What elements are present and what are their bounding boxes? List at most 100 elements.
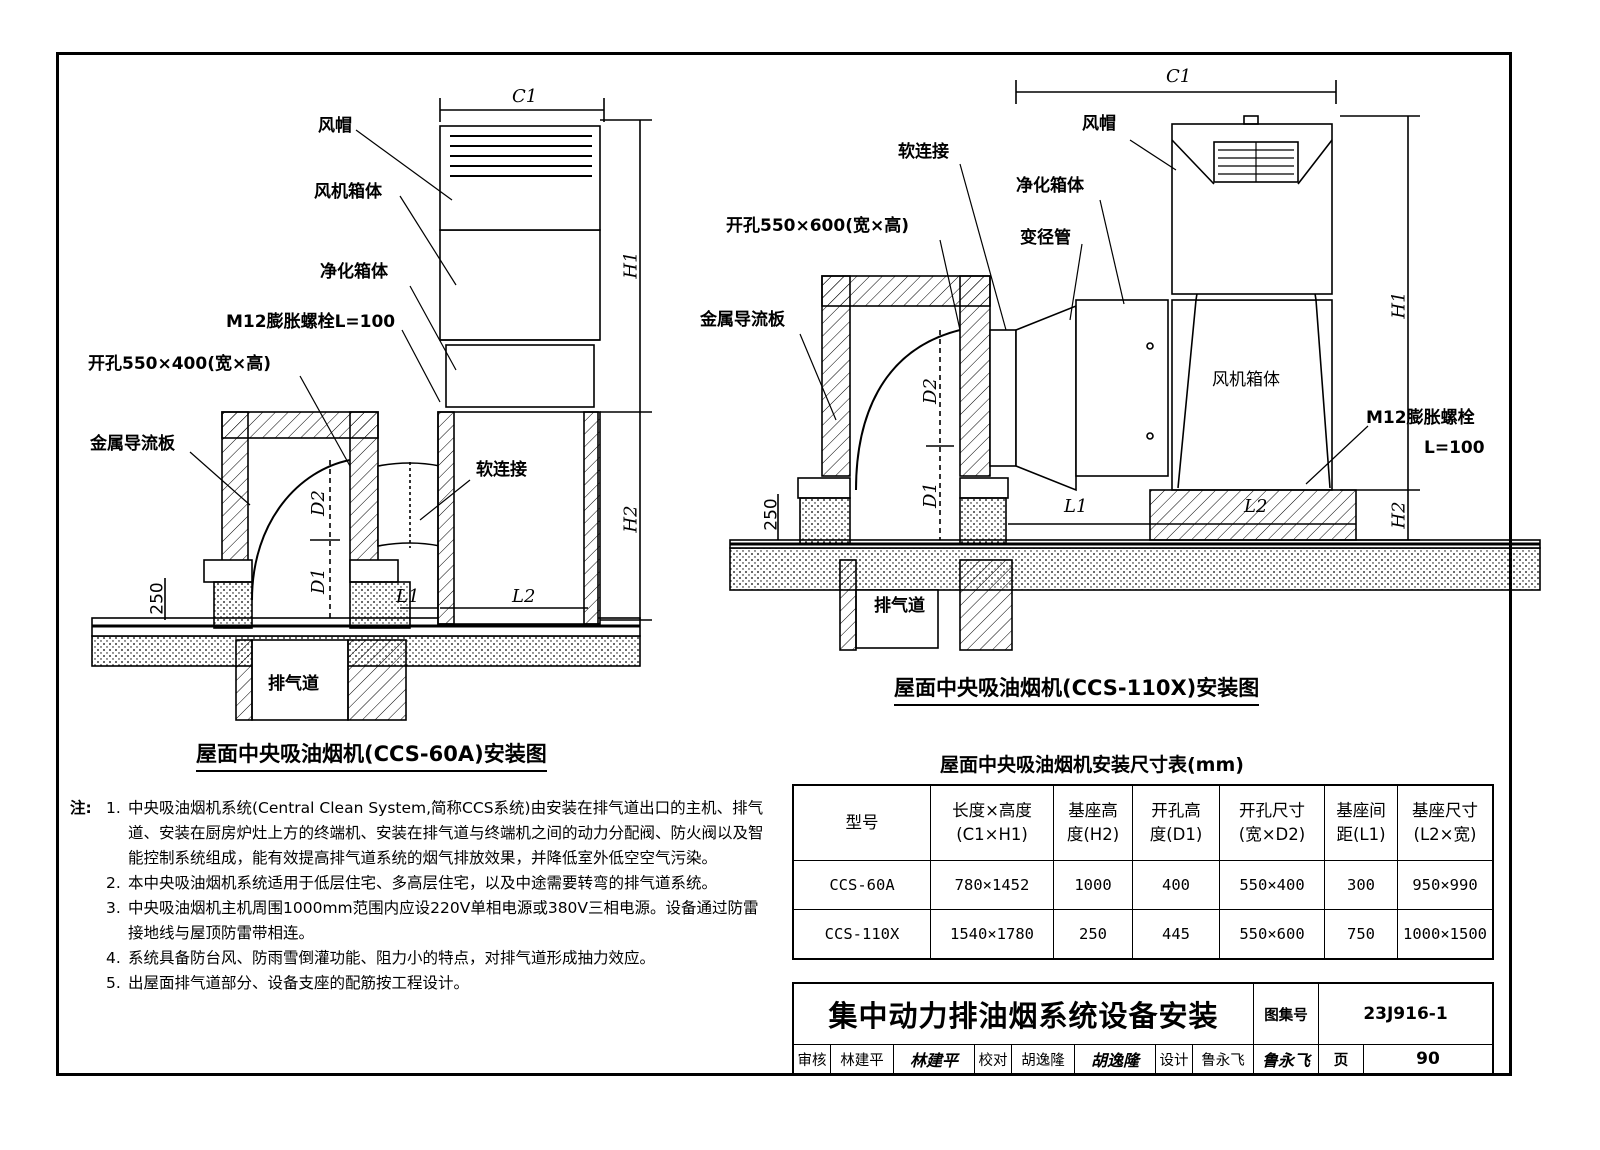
table-cell: 1000 [1053, 860, 1133, 910]
sym-l1-a: L1 [396, 586, 420, 607]
dim-250-a: 250 [147, 582, 168, 615]
label-fan-box-b: 风机箱体 [1212, 370, 1280, 390]
table-cell: 1540×1780 [930, 909, 1054, 960]
table-header: 基座尺寸 (L2×宽) [1397, 784, 1494, 861]
table-cell: 780×1452 [930, 860, 1054, 910]
title-block: 集中动力排油烟系统设备安装 图集号 23J916-1 审核 林建平 林建平 校对… [792, 982, 1494, 1075]
label-purifier-a: 净化箱体 [320, 262, 388, 282]
note-text: 系统具备防台风、防雨雪倒灌功能、阻力小的特点，对排气道形成抽力效应。 [128, 949, 656, 967]
label-soft-joint-b: 软连接 [898, 142, 949, 162]
table-cell: 550×400 [1219, 860, 1325, 910]
review-label: 审核 [792, 1044, 831, 1075]
sym-d1-a: D1 [307, 568, 329, 594]
note-item: 5. 出屋面排气道部分、设备支座的配筋按工程设计。 [70, 971, 770, 996]
label-deflector-a: 金属导流板 [90, 434, 175, 454]
dimension-table: 型号 长度×高度 (C1×H1) 基座高度(H2) 开孔高度(D1) 开孔尺寸 (宽… [792, 784, 1494, 960]
atlas-number-label: 图集号 [1253, 982, 1319, 1045]
header-line: (C1×H1) [956, 825, 1028, 844]
note-number: 2. [106, 874, 121, 892]
drawing-title: 集中动力排油烟系统设备安装 [792, 982, 1254, 1045]
header-line: 开孔高 [1151, 801, 1201, 820]
label-soft-joint-a: 软连接 [476, 460, 527, 480]
table-header: 基座间距(L1) [1324, 784, 1398, 861]
sym-d2-b: D2 [919, 378, 941, 404]
table-header: 基座高度(H2) [1053, 784, 1133, 861]
dim-250-b: 250 [761, 498, 782, 531]
note-number: 4. [106, 949, 121, 967]
header-line: 度(D1) [1149, 825, 1203, 844]
label-opening-b: 开孔550×600(宽×高) [726, 216, 909, 236]
sym-h1-b: H1 [1388, 291, 1410, 319]
note-text: 中央吸油烟机主机周围1000mm范围内应设220V单相电源或380V三相电源。设… [128, 899, 759, 942]
drawing-a [91, 98, 652, 721]
sym-d1-b: D1 [919, 482, 941, 508]
sym-c1-b: C1 [1166, 66, 1192, 87]
table-header: 开孔高度(D1) [1132, 784, 1220, 861]
drawing-sheet-border [56, 52, 1512, 1076]
label-exhaust-a: 排气道 [268, 674, 319, 694]
table-header: 型号 [792, 784, 931, 861]
note-text: 出屋面排气道部分、设备支座的配筋按工程设计。 [128, 974, 470, 992]
label-purifier-b: 净化箱体 [1016, 176, 1084, 196]
label-bolt-b: M12膨胀螺栓 [1366, 408, 1475, 428]
note-item: 1. 中央吸油烟机系统(Central Clean System,简称CCS系统… [70, 796, 770, 871]
table-cell: 950×990 [1397, 860, 1494, 910]
header-line: 长度×高度 [952, 801, 1032, 820]
table-title: 屋面中央吸油烟机安装尺寸表(mm) [940, 754, 1244, 776]
table-cell: CCS-60A [792, 860, 931, 910]
label-bolt-len-b: L=100 [1424, 438, 1485, 458]
label-fan-box-a: 风机箱体 [314, 182, 382, 202]
table-cell: 550×600 [1219, 909, 1325, 960]
header-line: 基座尺寸 [1412, 801, 1478, 820]
header-line: 基座高 [1068, 801, 1118, 820]
note-text: 中央吸油烟机系统(Central Clean System,简称CCS系统)由安… [128, 799, 764, 867]
note-item: 2. 本中央吸油烟机系统适用于低层住宅、多高层住宅，以及中途需要转弯的排气道系统… [70, 871, 770, 896]
table-cell: 445 [1132, 909, 1220, 960]
table-cell: 400 [1132, 860, 1220, 910]
table-header: 长度×高度 (C1×H1) [930, 784, 1054, 861]
caption-ccs-60a: 屋面中央吸油烟机(CCS-60A)安装图 [196, 738, 547, 772]
page-label: 页 [1318, 1044, 1364, 1075]
designer-signature: 鲁永飞 [1253, 1044, 1319, 1075]
drawing-b [729, 80, 1541, 651]
header-line: 型号 [845, 813, 879, 832]
atlas-number: 23J916-1 [1318, 982, 1494, 1045]
note-number: 3. [106, 899, 121, 917]
page-number: 90 [1363, 1044, 1494, 1075]
reviewer-name: 林建平 [830, 1044, 894, 1075]
header-line: 基座间 [1336, 801, 1386, 820]
table-row: CCS-60A 780×1452 1000 400 550×400 300 95… [792, 860, 1494, 910]
title-block-main-row: 集中动力排油烟系统设备安装 图集号 23J916-1 [792, 982, 1494, 1045]
designer-name: 鲁永飞 [1192, 1044, 1254, 1075]
reviewer-signature: 林建平 [893, 1044, 975, 1075]
note-number: 1. [106, 799, 121, 817]
header-line: (宽×D2) [1238, 825, 1306, 844]
header-line: (L2×宽) [1413, 825, 1477, 844]
label-exhaust-b: 排气道 [874, 596, 925, 616]
label-bolt-a: M12膨胀螺栓L=100 [226, 312, 396, 332]
table-header-row: 型号 长度×高度 (C1×H1) 基座高度(H2) 开孔高度(D1) 开孔尺寸 (宽… [792, 784, 1494, 861]
notes-head: 注: [70, 799, 92, 817]
label-hood-b: 风帽 [1082, 114, 1116, 134]
sym-h1-a: H1 [620, 251, 642, 279]
checker-signature: 胡逸隆 [1074, 1044, 1156, 1075]
sym-l1-b: L1 [1064, 496, 1088, 517]
caption-ccs-110x: 屋面中央吸油烟机(CCS-110X)安装图 [894, 672, 1260, 706]
table-cell: CCS-110X [792, 909, 931, 960]
table-cell: 750 [1324, 909, 1398, 960]
table-row: CCS-110X 1540×1780 250 445 550×600 750 1… [792, 909, 1494, 960]
label-hood-a: 风帽 [318, 116, 352, 136]
table-cell: 300 [1324, 860, 1398, 910]
header-line: 度(H2) [1066, 825, 1120, 844]
header-line: 开孔尺寸 [1239, 801, 1305, 820]
note-number: 5. [106, 974, 121, 992]
sym-c1-a: C1 [512, 86, 538, 107]
checker-name: 胡逸隆 [1011, 1044, 1075, 1075]
title-block-sign-row: 审核 林建平 林建平 校对 胡逸隆 胡逸隆 设计 鲁永飞 鲁永飞 页 90 [792, 1044, 1494, 1075]
note-text: 本中央吸油烟机系统适用于低层住宅、多高层住宅，以及中途需要转弯的排气道系统。 [128, 874, 718, 892]
header-line: 距(L1) [1336, 825, 1386, 844]
table-cell: 250 [1053, 909, 1133, 960]
design-label: 设计 [1155, 1044, 1193, 1075]
sym-h2-a: H2 [620, 505, 642, 533]
